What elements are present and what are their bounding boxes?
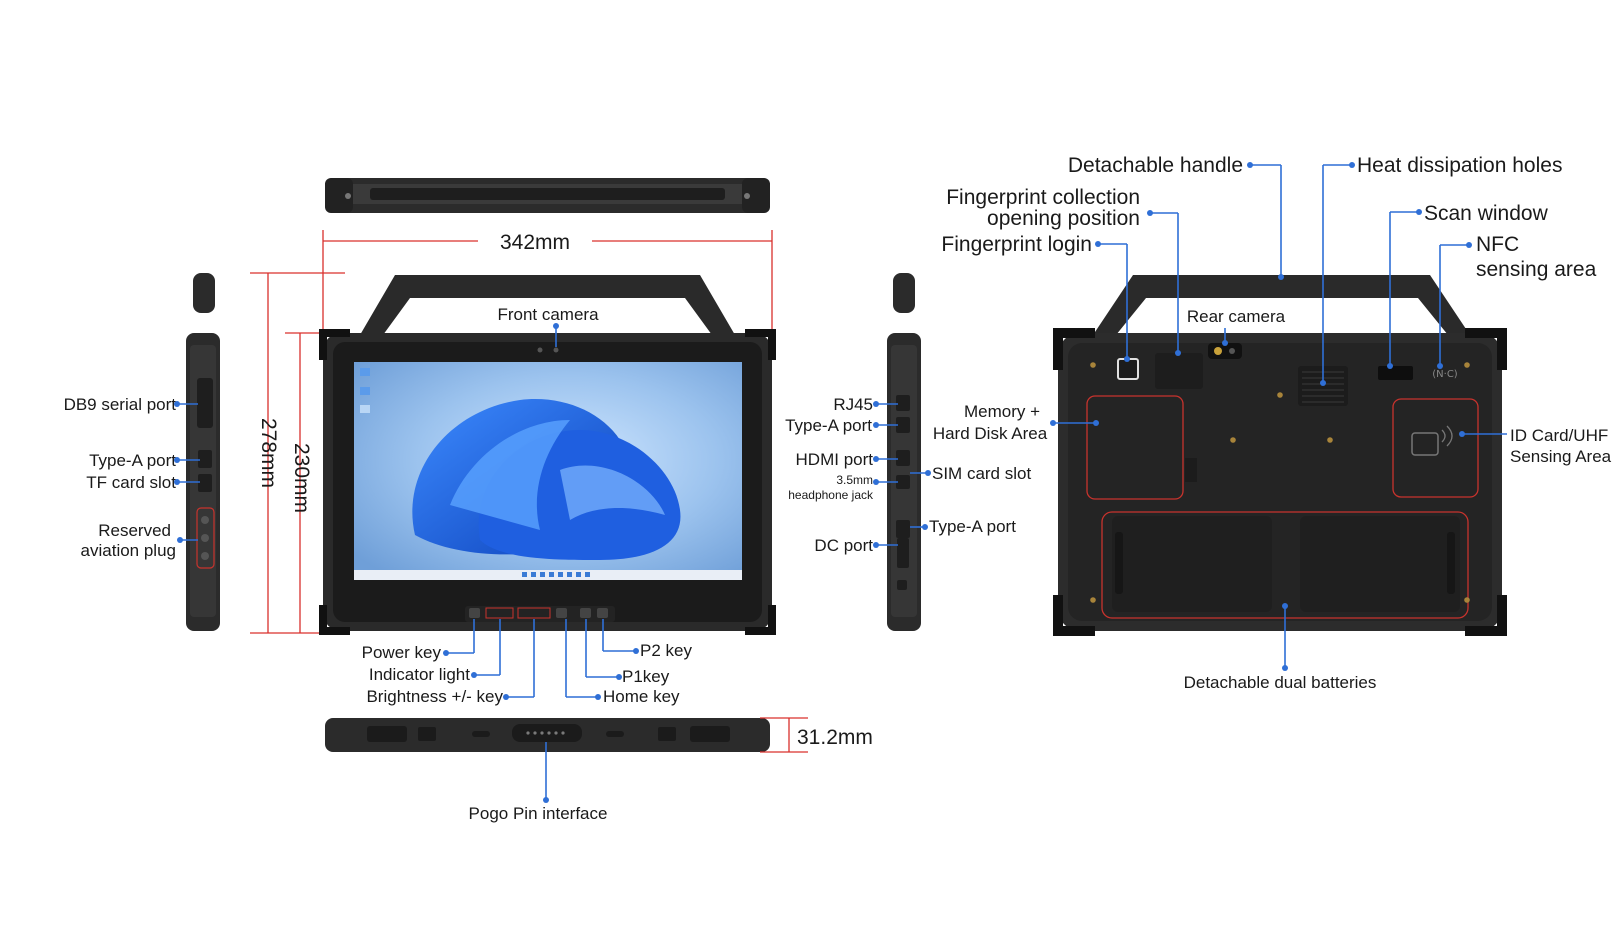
reserved-label-2: aviation plug: [81, 541, 176, 560]
p2-key-label: P2 key: [640, 641, 692, 660]
width-dimension: [322, 230, 773, 333]
thickness-dimension: [760, 717, 808, 753]
thickness-label: 31.2mm: [797, 726, 873, 749]
memory-label-2: Hard Disk Area: [933, 424, 1048, 443]
jack-label-1: 3.5mm: [836, 473, 873, 487]
home-key-label: Home key: [603, 687, 680, 706]
rear-camera-label: Rear camera: [1187, 307, 1286, 326]
idcard-label-2: Sensing Area: [1510, 447, 1612, 466]
reserved-label-1: Reserved: [98, 521, 171, 540]
svg-text:(N·C): (N·C): [1432, 369, 1458, 380]
memory-label-1: Memory +: [964, 402, 1040, 421]
sim-label: SIM card slot: [932, 464, 1031, 483]
bottom-edge-view: [325, 718, 770, 752]
db9-label: DB9 serial port: [64, 395, 177, 414]
handle-label: Detachable handle: [1068, 154, 1243, 177]
front-camera-label: Front camera: [497, 305, 599, 324]
dc-label: DC port: [814, 536, 873, 555]
type-a-right-label: Type-A port: [785, 416, 872, 435]
type-a-left-label: Type-A port: [89, 451, 176, 470]
power-key-label: Power key: [362, 643, 442, 662]
rj45-label: RJ45: [833, 395, 873, 414]
rear-tablet: (N·C): [1053, 275, 1507, 636]
batteries-label: Detachable dual batteries: [1184, 673, 1377, 692]
p1-key-label: P1key: [622, 667, 670, 686]
fp-collect-label-2: opening position: [987, 207, 1140, 230]
idcard-label-1: ID Card/UHF: [1510, 426, 1608, 445]
tf-card-label: TF card slot: [86, 473, 176, 492]
front-tablet: [319, 275, 776, 635]
jack-label-2: headphone jack: [788, 488, 874, 502]
hdmi-label: HDMI port: [796, 450, 874, 469]
top-edge-view: [325, 178, 770, 213]
wallpaper-bloom: [412, 399, 681, 560]
height-total-label: 278mm: [257, 418, 280, 488]
pogo-label: Pogo Pin interface: [469, 804, 608, 823]
height-body-label: 230mm: [290, 443, 313, 513]
nfc-label-2: sensing area: [1476, 258, 1597, 281]
width-label: 342mm: [500, 231, 570, 254]
left-side-view: [186, 273, 220, 631]
nfc-label-1: NFC: [1476, 233, 1519, 256]
brightness-label: Brightness +/- key: [366, 687, 503, 706]
indicator-label: Indicator light: [369, 665, 470, 684]
heat-label: Heat dissipation holes: [1357, 154, 1562, 177]
type-a-side-label: Type-A port: [929, 517, 1016, 536]
fp-login-label: Fingerprint login: [941, 233, 1092, 256]
scan-label: Scan window: [1424, 202, 1549, 225]
right-side-view: [887, 273, 921, 631]
fp-collect-label-1: Fingerprint collection: [946, 186, 1140, 209]
